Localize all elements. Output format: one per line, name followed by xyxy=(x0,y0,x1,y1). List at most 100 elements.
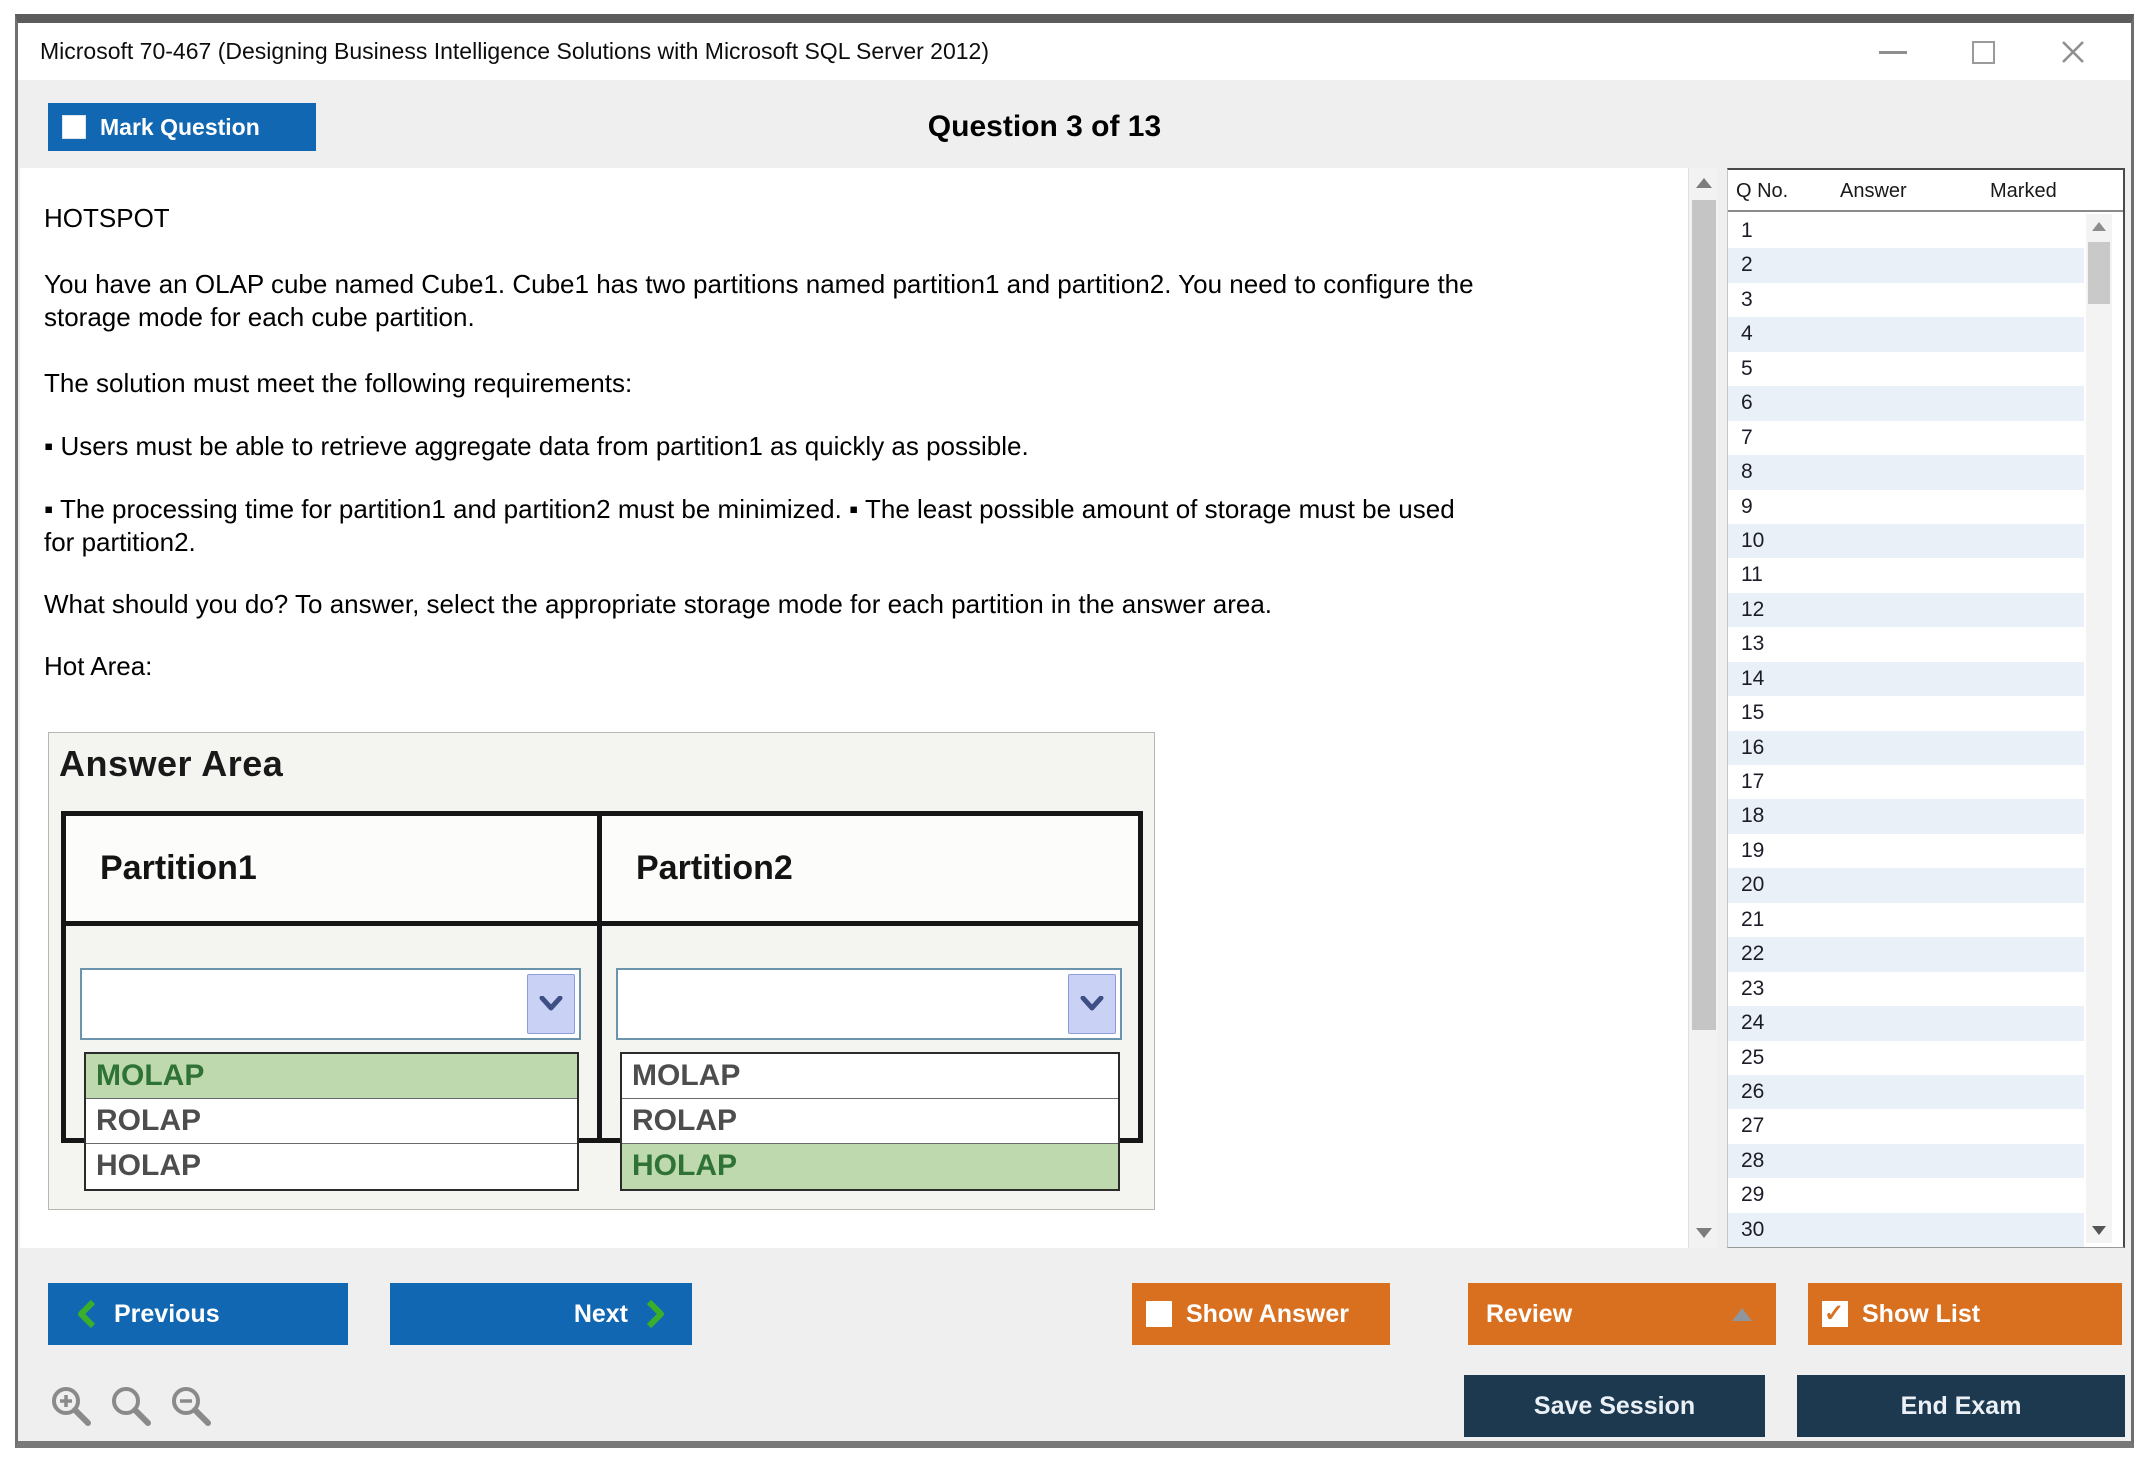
next-button[interactable]: Next xyxy=(390,1283,692,1345)
show-list-checkbox[interactable] xyxy=(1822,1299,1848,1328)
question-list-item[interactable]: 24 xyxy=(1728,1006,2084,1041)
previous-button[interactable]: Previous xyxy=(48,1283,348,1345)
question-list-item[interactable]: 8 xyxy=(1728,455,2084,490)
show-answer-label: Show Answer xyxy=(1186,1299,1349,1328)
review-button[interactable]: Review xyxy=(1468,1283,1776,1345)
column-qno: Q No. xyxy=(1736,180,1789,202)
question-bullet: ▪ Users must be able to retrieve aggrega… xyxy=(44,431,1029,461)
save-session-label: Save Session xyxy=(1533,1391,1696,1420)
review-label: Review xyxy=(1486,1299,1573,1328)
scroll-up-icon[interactable] xyxy=(2092,222,2106,231)
partition2-combobox[interactable] xyxy=(616,968,1122,1040)
question-list-item[interactable]: 21 xyxy=(1728,902,2084,938)
storage-mode-option[interactable]: HOLAP xyxy=(86,1144,577,1189)
close-icon xyxy=(2062,41,2084,63)
question-list-item[interactable]: 5 xyxy=(1728,351,2084,387)
minimize-button[interactable] xyxy=(1871,31,1915,73)
question-list-item[interactable]: 7 xyxy=(1728,420,2084,456)
question-list-item[interactable]: 9 xyxy=(1728,489,2084,524)
answer-area-title: Answer Area xyxy=(59,743,284,784)
question-list-item[interactable]: 18 xyxy=(1728,799,2084,834)
show-list-button[interactable]: Show List xyxy=(1808,1283,2122,1345)
question-list-scrollbar[interactable] xyxy=(2086,214,2112,1243)
question-list-item[interactable]: 29 xyxy=(1728,1178,2084,1213)
storage-mode-option[interactable]: ROLAP xyxy=(86,1099,577,1144)
question-list-item[interactable]: 17 xyxy=(1728,765,2084,800)
storage-mode-option[interactable]: HOLAP xyxy=(622,1144,1118,1189)
scroll-down-icon[interactable] xyxy=(2092,1226,2106,1235)
triangle-up-icon xyxy=(1732,1307,1752,1321)
question-type-label: HOTSPOT xyxy=(44,203,170,233)
title-bar: Microsoft 70-467 (Designing Business Int… xyxy=(18,23,2131,80)
question-list-item[interactable]: 16 xyxy=(1728,730,2084,765)
question-list-item[interactable]: 20 xyxy=(1728,868,2084,903)
question-paragraph: What should you do? To answer, select th… xyxy=(44,589,1273,619)
content-scrollbar-thumb[interactable] xyxy=(1692,200,1716,1030)
question-list-item[interactable]: 6 xyxy=(1728,386,2084,421)
storage-mode-option[interactable]: ROLAP xyxy=(622,1099,1118,1144)
question-list-item[interactable]: 12 xyxy=(1728,592,2084,628)
save-session-button[interactable]: Save Session xyxy=(1464,1375,1765,1437)
question-list-item[interactable]: 4 xyxy=(1728,317,2084,352)
chevron-down-icon xyxy=(539,996,563,1011)
storage-mode-option[interactable]: MOLAP xyxy=(86,1054,577,1099)
question-list-item[interactable]: 25 xyxy=(1728,1040,2084,1075)
app-window: Microsoft 70-467 (Designing Business Int… xyxy=(15,14,2134,1448)
show-answer-checkbox[interactable] xyxy=(1146,1301,1172,1327)
question-list-scrollbar-thumb[interactable] xyxy=(2088,242,2110,304)
close-button[interactable] xyxy=(2051,31,2095,73)
question-list-item[interactable]: 11 xyxy=(1728,558,2084,593)
scroll-down-icon[interactable] xyxy=(1696,1228,1712,1238)
question-list-item[interactable]: 27 xyxy=(1728,1109,2084,1144)
zoom-in-icon[interactable] xyxy=(48,1383,94,1429)
question-list-item[interactable]: 2 xyxy=(1728,248,2084,283)
question-list-item[interactable]: 15 xyxy=(1728,696,2084,731)
scroll-up-icon[interactable] xyxy=(1696,178,1712,188)
mark-question-checkbox[interactable] xyxy=(62,115,86,139)
show-list-label: Show List xyxy=(1862,1299,1981,1328)
magnifier-icon[interactable] xyxy=(108,1383,154,1429)
storage-mode-option[interactable]: MOLAP xyxy=(622,1054,1118,1099)
question-bullet: ▪ The processing time for partition1 and… xyxy=(44,494,1455,557)
maximize-icon xyxy=(1971,40,1995,64)
question-list-item[interactable]: 19 xyxy=(1728,833,2084,869)
show-answer-button[interactable]: Show Answer xyxy=(1132,1283,1390,1345)
column-marked: Marked xyxy=(1990,180,2057,202)
partition2-header: Partition2 xyxy=(602,816,1138,926)
content-scrollbar[interactable] xyxy=(1688,168,1718,1248)
question-list-item[interactable]: 22 xyxy=(1728,937,2084,972)
window-title: Microsoft 70-467 (Designing Business Int… xyxy=(40,38,989,64)
hot-area-label: Hot Area: xyxy=(44,651,153,681)
mark-question-button[interactable]: Mark Question xyxy=(48,103,316,151)
question-list-item[interactable]: 14 xyxy=(1728,661,2084,697)
end-exam-button[interactable]: End Exam xyxy=(1797,1375,2125,1437)
question-list-item[interactable]: 13 xyxy=(1728,627,2084,662)
chevron-left-icon xyxy=(78,1299,96,1329)
partition1-dropdown-button[interactable] xyxy=(527,974,575,1034)
answer-area: Answer Area Partition1 Partition2 xyxy=(48,732,1155,1210)
next-label: Next xyxy=(573,1299,628,1328)
question-panel: HOTSPOT You have an OLAP cube named Cube… xyxy=(20,168,1688,1248)
question-list-item[interactable]: 3 xyxy=(1728,282,2084,318)
question-counter: Question 3 of 13 xyxy=(927,110,1162,143)
question-list-item[interactable]: 10 xyxy=(1728,523,2084,559)
question-list-item[interactable]: 23 xyxy=(1728,971,2084,1007)
question-list-header: Q No. Answer Marked xyxy=(1728,170,2123,212)
question-list-item[interactable]: 26 xyxy=(1728,1074,2084,1110)
column-answer: Answer xyxy=(1840,180,1907,202)
minimize-icon xyxy=(1879,50,1907,54)
partition1-combobox[interactable] xyxy=(80,968,581,1040)
chevron-down-icon xyxy=(1080,996,1104,1011)
zoom-out-icon[interactable] xyxy=(168,1383,214,1429)
question-list-item[interactable]: 30 xyxy=(1728,1212,2084,1247)
question-paragraph: You have an OLAP cube named Cube1. Cube1… xyxy=(44,269,1474,332)
maximize-button[interactable] xyxy=(1961,31,2005,73)
exam-body: Mark Question Question 3 of 13 HOTSPOT Y… xyxy=(18,80,2131,1441)
partition2-dropdown-button[interactable] xyxy=(1068,974,1116,1034)
question-list-item[interactable]: 28 xyxy=(1728,1143,2084,1179)
question-list-item[interactable]: 1 xyxy=(1728,214,2084,249)
